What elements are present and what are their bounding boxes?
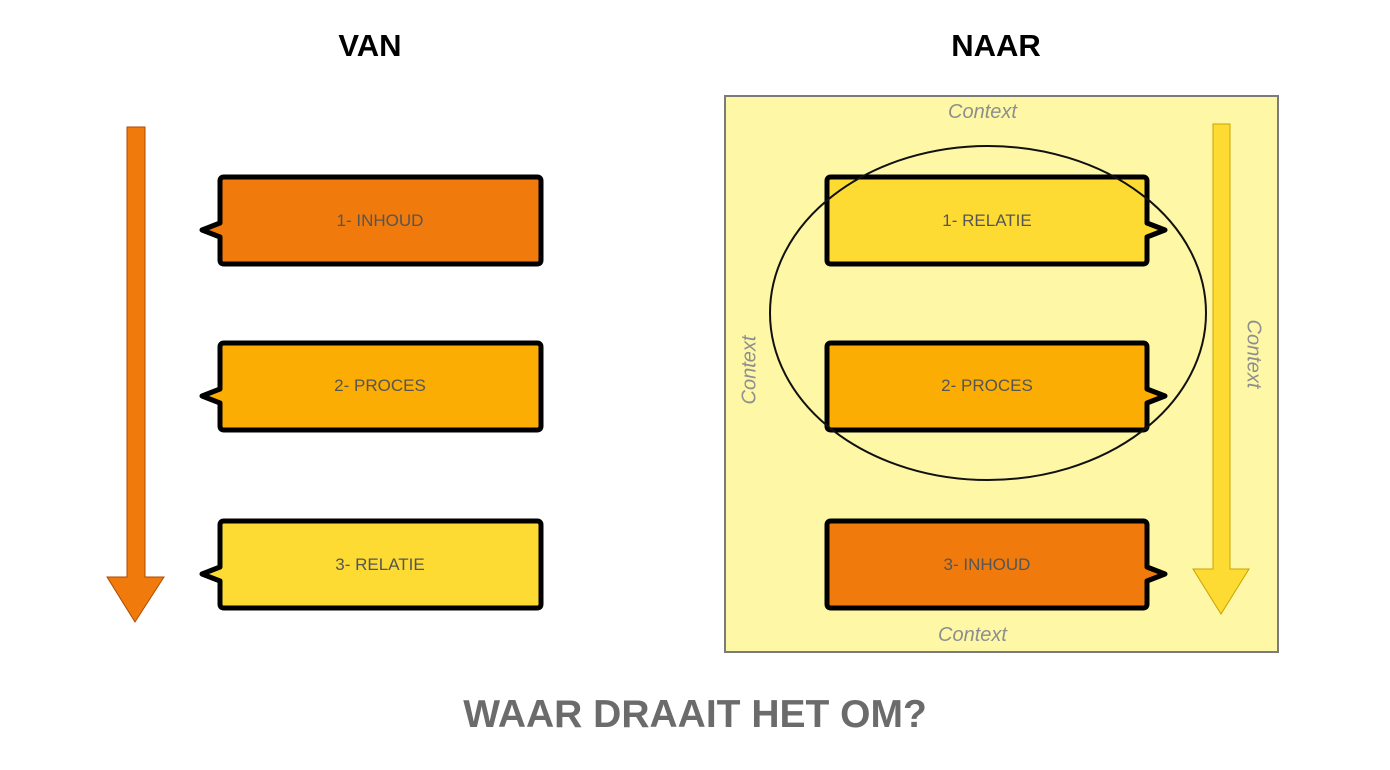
van-box-2 — [199, 340, 544, 433]
context-label-top: Context — [948, 101, 1017, 123]
van-box-1-label: 1- INHOUD — [336, 211, 424, 230]
naar-down-arrow — [1192, 123, 1250, 615]
naar-box-2-label: 2- PROCES — [941, 376, 1033, 395]
van-box-3 — [199, 518, 544, 611]
van-box-3-label: 3- RELATIE — [335, 555, 425, 574]
van-heading: VAN — [338, 28, 402, 63]
naar-box-1 — [824, 174, 1168, 267]
van-box-1 — [199, 174, 544, 267]
naar-box-1-label: 1- RELATIE — [942, 211, 1032, 230]
naar-heading: NAAR — [951, 28, 1041, 63]
context-label-bottom: Context — [938, 624, 1007, 646]
bottom-question: WAAR DRAAIT HET OM? — [463, 693, 927, 736]
van-box-2-label: 2- PROCES — [334, 376, 426, 395]
van-down-arrow — [106, 126, 165, 623]
naar-box-3-label: 3- INHOUD — [943, 555, 1031, 574]
focus-ellipse — [769, 145, 1207, 481]
naar-box-3 — [824, 518, 1168, 611]
